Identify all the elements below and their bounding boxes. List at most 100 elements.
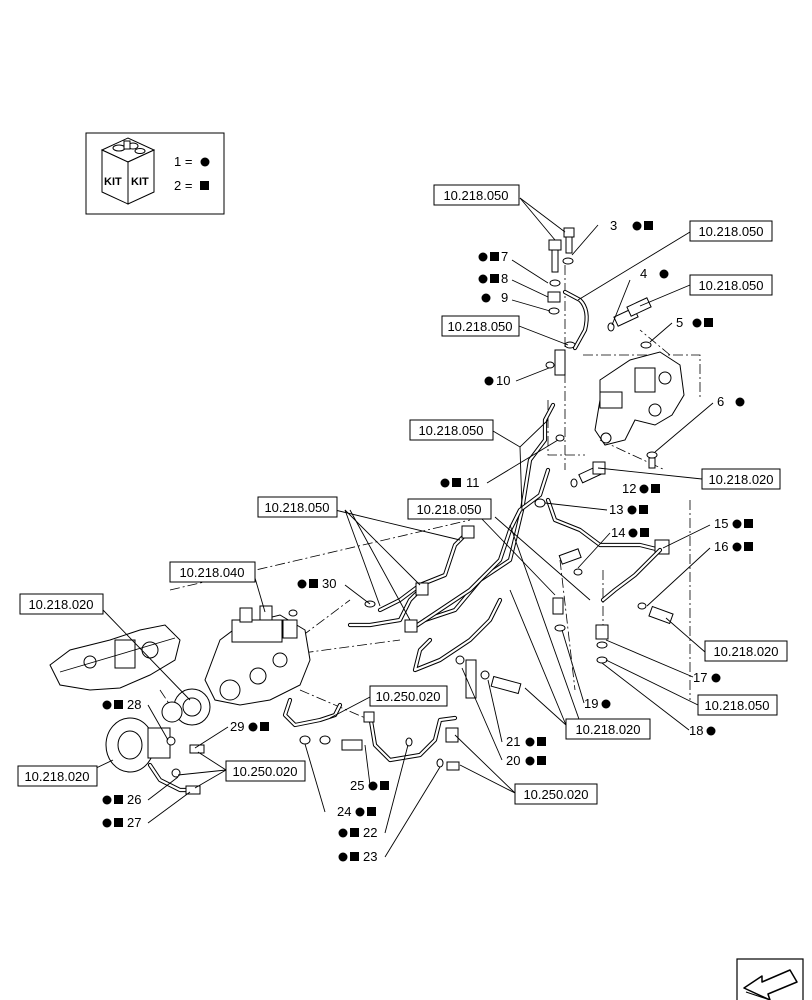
svg-text:10.250.020: 10.250.020 <box>232 764 297 779</box>
svg-text:18: 18 <box>689 723 703 738</box>
callout-21: 21 <box>506 734 546 749</box>
svg-text:10.218.020: 10.218.020 <box>575 722 640 737</box>
injector-fitting-4 <box>607 297 652 332</box>
square-marker-icon <box>200 181 209 190</box>
callout-25: 25 <box>350 778 389 793</box>
svg-text:10.218.050: 10.218.050 <box>698 278 763 293</box>
svg-text:10.218.020: 10.218.020 <box>28 597 93 612</box>
reference-r3: 10.218.050 <box>689 274 773 296</box>
banjo-bolt-top <box>545 227 576 376</box>
svg-text:27: 27 <box>127 815 141 830</box>
reference-r16: 10.250.020 <box>225 760 306 782</box>
next-page-arrow-icon[interactable] <box>736 958 804 1000</box>
reference-r11: 10.218.020 <box>704 640 788 662</box>
reference-r9: 10.218.040 <box>169 561 256 583</box>
svg-text:10.218.050: 10.218.050 <box>443 188 508 203</box>
callout-7: 7 <box>478 249 508 264</box>
reference-r13: 10.218.020 <box>565 718 651 740</box>
svg-text:12: 12 <box>622 481 636 496</box>
svg-text:15: 15 <box>714 516 728 531</box>
callout-20: 20 <box>506 753 546 768</box>
reference-r1: 10.218.050 <box>433 184 520 206</box>
callout-19: 19 <box>584 696 611 711</box>
svg-text:20: 20 <box>506 753 520 768</box>
svg-text:13: 13 <box>609 502 623 517</box>
svg-text:10.218.050: 10.218.050 <box>704 698 769 713</box>
reference-r6: 10.218.020 <box>701 468 781 490</box>
svg-text:10.218.050: 10.218.050 <box>698 224 763 239</box>
legend-line-2: 2 = <box>174 178 192 193</box>
filter-head-bracket <box>594 351 685 446</box>
left-housing <box>49 624 181 691</box>
svg-text:4: 4 <box>640 266 647 281</box>
kit-left-text: KIT <box>104 176 122 188</box>
svg-text:16: 16 <box>714 539 728 554</box>
svg-text:29: 29 <box>230 719 244 734</box>
kit-icon: KIT KIT <box>100 137 156 205</box>
callout-6: 6 <box>717 394 745 409</box>
svg-text:10.250.020: 10.250.020 <box>523 787 588 802</box>
reference-r7: 10.218.050 <box>257 496 338 518</box>
callout-11: 11 <box>440 475 480 490</box>
callout-18: 18 <box>689 723 716 738</box>
callout-30: 30 <box>297 576 336 591</box>
reference-r15: 10.218.020 <box>17 765 98 787</box>
callout-27: 27 <box>102 815 141 830</box>
callout-10: 10 <box>484 373 510 388</box>
reference-r14: 10.250.020 <box>369 685 448 707</box>
injection-pump <box>204 605 311 706</box>
svg-text:23: 23 <box>363 849 377 864</box>
svg-text:3: 3 <box>610 218 617 233</box>
svg-text:10.218.040: 10.218.040 <box>179 565 244 580</box>
part-callouts: 3 4 5 6 7 8 9 10 11 12 13 14 15 16 17 18… <box>102 218 753 864</box>
callout-28: 28 <box>102 697 141 712</box>
svg-text:11: 11 <box>466 475 480 490</box>
pump-drive <box>161 688 211 726</box>
svg-text:10.218.050: 10.218.050 <box>264 500 329 515</box>
reference-r17: 10.250.020 <box>514 783 598 805</box>
callout-9: 9 <box>481 290 508 305</box>
svg-text:10.218.020: 10.218.020 <box>713 644 778 659</box>
callout-22: 22 <box>338 825 377 840</box>
part-drawings <box>49 227 685 795</box>
callout-16: 16 <box>714 539 753 554</box>
svg-text:26: 26 <box>127 792 141 807</box>
svg-text:24: 24 <box>337 804 351 819</box>
svg-text:10.218.050: 10.218.050 <box>418 423 483 438</box>
callout-4: 4 <box>640 266 669 281</box>
callout-13: 13 <box>609 502 648 517</box>
reference-r12: 10.218.050 <box>697 694 778 716</box>
callout-3: 3 <box>610 218 653 233</box>
svg-text:10: 10 <box>496 373 510 388</box>
feed-pump <box>105 717 205 795</box>
svg-text:19: 19 <box>584 696 598 711</box>
svg-text:10.218.020: 10.218.020 <box>708 472 773 487</box>
reference-r4: 10.218.050 <box>441 315 520 337</box>
callout-12: 12 <box>622 481 660 496</box>
reference-r2: 10.218.050 <box>689 220 773 242</box>
reference-boxes: 10.218.050 10.218.050 10.218.050 10.218.… <box>17 184 788 805</box>
callout-29: 29 <box>230 719 269 734</box>
svg-text:28: 28 <box>127 697 141 712</box>
legend-line-1: 1 = <box>174 154 192 169</box>
kit-right-text: KIT <box>131 176 149 188</box>
svg-text:21: 21 <box>506 734 520 749</box>
svg-text:10.218.050: 10.218.050 <box>447 319 512 334</box>
svg-text:10.218.020: 10.218.020 <box>24 769 89 784</box>
svg-text:8: 8 <box>501 271 508 286</box>
svg-text:5: 5 <box>676 315 683 330</box>
callout-23: 23 <box>338 849 377 864</box>
callout-26: 26 <box>102 792 141 807</box>
callout-17: 17 <box>693 670 721 685</box>
leader-lines <box>91 197 714 858</box>
svg-text:30: 30 <box>322 576 336 591</box>
svg-text:25: 25 <box>350 778 364 793</box>
svg-text:7: 7 <box>501 249 508 264</box>
callout-15: 15 <box>714 516 753 531</box>
svg-text:14: 14 <box>611 525 625 540</box>
svg-text:17: 17 <box>693 670 707 685</box>
kit-legend: KIT KIT 1 = 2 = <box>85 132 225 215</box>
svg-text:9: 9 <box>501 290 508 305</box>
callout-8: 8 <box>478 271 508 286</box>
